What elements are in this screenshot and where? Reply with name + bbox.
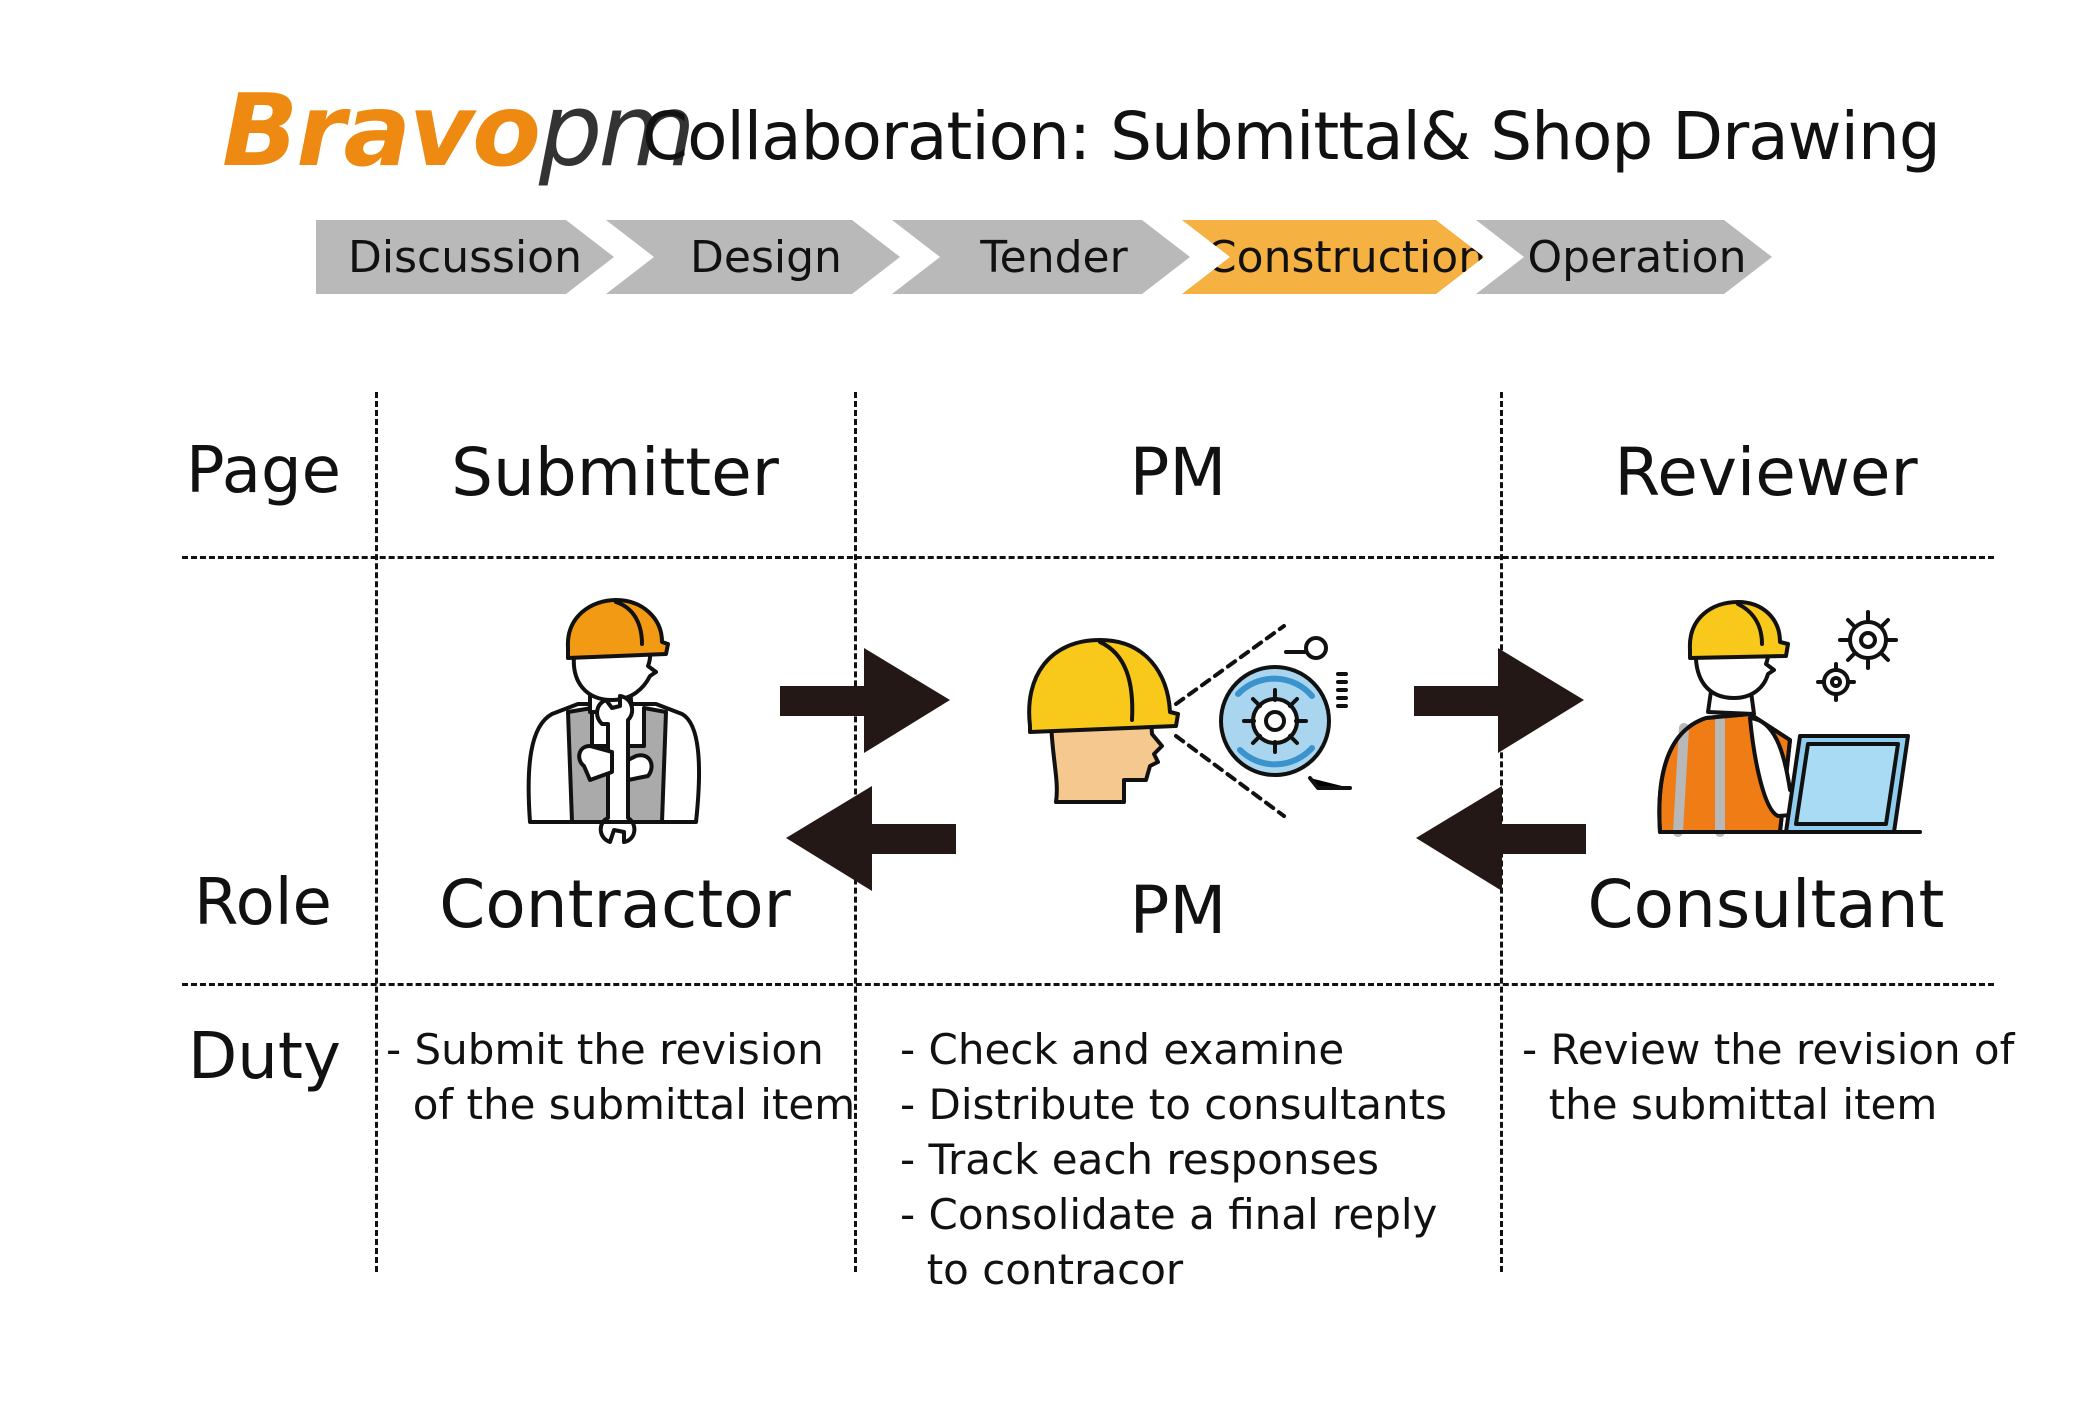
arrow-pm-to-consultant-icon <box>1414 648 1584 753</box>
duty-item: - Review the revision of <box>1522 1025 2015 1074</box>
page-pm: PM <box>1129 434 1227 511</box>
phase-operation: Operation <box>1476 220 1772 294</box>
duty-item: - Track each responses <box>900 1135 1380 1184</box>
arrow-contractor-to-pm-icon <box>780 648 950 753</box>
arrow-pm-to-contractor-icon <box>786 786 956 891</box>
phase-construction: Construction <box>1182 220 1484 294</box>
role-pm: PM <box>1129 872 1227 949</box>
duty-item: to contracor <box>900 1245 1184 1294</box>
consultant-laptop-icon <box>1657 600 1922 837</box>
arrow-consultant-to-pm-icon <box>1416 786 1586 891</box>
title-logo: Bravopm <box>222 72 696 189</box>
brand-bravo: Bravo <box>222 72 541 189</box>
duty-item: of the submittal item <box>386 1080 856 1129</box>
phase-label: Discussion <box>348 231 582 283</box>
row-label-duty: Duty <box>188 1020 341 1094</box>
duty-item: - Consolidate a final reply <box>900 1190 1438 1239</box>
contractor-worker-icon <box>526 598 701 844</box>
phase-label: Tender <box>980 231 1128 283</box>
duty-item: - Check and examine <box>900 1025 1345 1074</box>
row-label-role: Role <box>194 866 332 940</box>
page-submitter: Submitter <box>451 434 779 511</box>
duty-item: - Distribute to consultants <box>900 1080 1448 1129</box>
role-contractor: Contractor <box>439 866 791 943</box>
phase-tender: Tender <box>892 220 1190 294</box>
phase-design: Design <box>606 220 900 294</box>
phase-label: Operation <box>1527 231 1747 283</box>
row-label-page: Page <box>186 434 341 508</box>
duty-list-pm: - Check and examine - Distribute to cons… <box>900 1022 1447 1297</box>
phase-label: Design <box>690 231 842 283</box>
duty-list-consultant: - Review the revision of the submittal i… <box>1522 1022 2014 1132</box>
role-consultant: Consultant <box>1587 866 1945 943</box>
duty-list-contractor: - Submit the revision of the submittal i… <box>386 1022 855 1132</box>
page-title: Collaboration: Submittal& Shop Drawing <box>642 98 1941 175</box>
divider-page-role <box>182 556 1994 559</box>
duty-item: the submittal item <box>1522 1080 1938 1129</box>
page-reviewer: Reviewer <box>1614 434 1918 511</box>
divider-role-duty <box>182 983 1994 986</box>
project-manager-gear-icon <box>1027 624 1352 818</box>
divider-col-label <box>375 392 378 1272</box>
phase-label: Construction <box>1205 231 1487 283</box>
duty-item: - Submit the revision <box>386 1025 824 1074</box>
phase-discussion: Discussion <box>316 220 614 294</box>
brand-pm: pm <box>538 72 696 189</box>
